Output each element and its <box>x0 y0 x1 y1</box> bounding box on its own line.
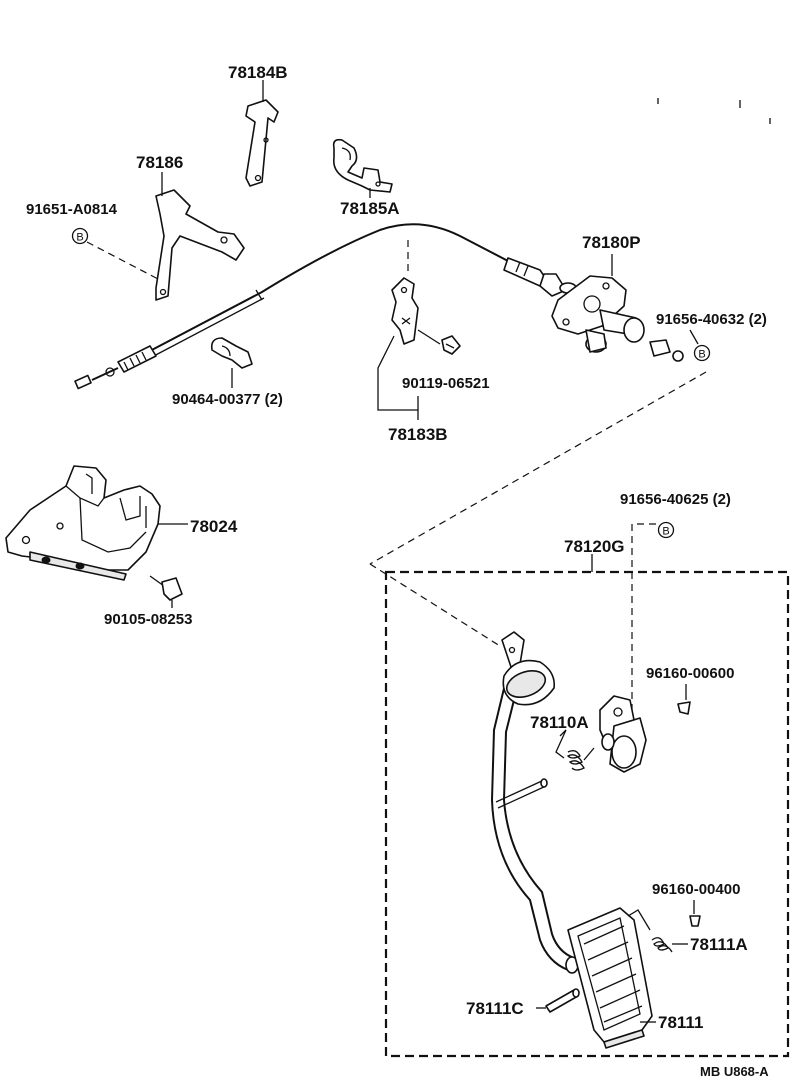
label-78183B: 78183B <box>388 425 448 444</box>
bracket-78183B-icon <box>391 277 419 345</box>
label-78180P: 78180P <box>582 233 641 252</box>
svg-text:B: B <box>698 349 705 361</box>
bracket-78024-icon <box>5 465 161 581</box>
diagram-reference-code: MB U868-A <box>700 1064 769 1079</box>
label-78185A: 78185A <box>340 199 400 218</box>
pedal-bracket-bushing-icon <box>599 695 647 773</box>
bolt-90119-icon <box>441 335 461 355</box>
assembly-78120G-frame <box>384 570 790 1058</box>
clip-96160-00600-icon <box>677 701 691 715</box>
b-marker-icon <box>71 227 89 245</box>
bracket-78184B-icon <box>245 99 279 187</box>
label-90105-08253: 90105-08253 <box>104 611 192 628</box>
label-91651-A0814: 91651-A0814 <box>26 201 118 218</box>
accelerator-pedal-arm-icon <box>490 631 579 974</box>
label-78186: 78186 <box>136 153 183 172</box>
clip-96160-00400-icon <box>689 915 701 927</box>
label-96160-00600: 96160-00600 <box>646 665 734 682</box>
bracket-78186-icon <box>155 189 245 301</box>
pedal-pad-78111-icon <box>567 907 653 1049</box>
label-78111A: 78111A <box>690 935 748 954</box>
b-marker-icon <box>657 521 675 539</box>
spring-78110A-icon <box>555 729 595 771</box>
label-78111C: 78111C <box>466 999 524 1018</box>
b-marker-text: B <box>76 232 83 244</box>
throttle-link-78180P-icon <box>551 275 684 362</box>
bolt-90105-icon <box>149 575 183 601</box>
label-78184B: 78184B <box>228 63 288 82</box>
label-90119-06521: 90119-06521 <box>402 375 490 392</box>
clamp-78185A-icon <box>332 138 393 193</box>
label-90464-00377: 90464-00377 (2) <box>172 391 283 408</box>
spring-78111A-icon <box>627 909 688 953</box>
throttle-cable-icon <box>74 223 577 390</box>
b-marker-icon <box>693 344 711 362</box>
cable-clip-90464-icon <box>210 337 253 369</box>
label-91656-40632: 91656-40632 (2) <box>656 311 767 328</box>
pin-78111C-icon <box>545 988 580 1013</box>
label-78024: 78024 <box>190 517 238 536</box>
label-78120G: 78120G <box>564 537 625 556</box>
label-78111: 78111 <box>658 1013 703 1032</box>
label-78110A: 78110A <box>530 713 589 732</box>
label-91656-40625: 91656-40625 (2) <box>620 491 731 508</box>
label-96160-00400: 96160-00400 <box>652 881 740 898</box>
svg-text:B: B <box>662 526 669 538</box>
